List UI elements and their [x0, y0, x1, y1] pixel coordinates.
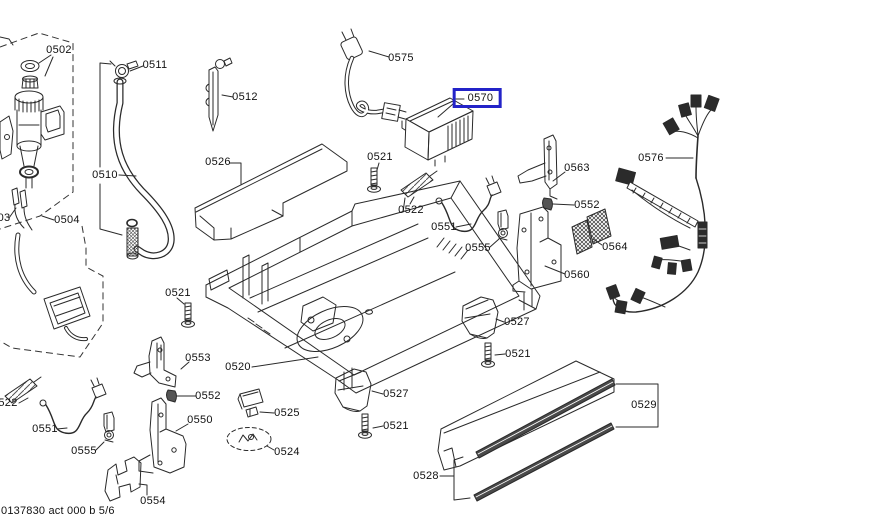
part-label-0511[interactable]: 0511: [142, 59, 168, 71]
part-label-0560[interactable]: 0560: [564, 269, 590, 281]
part-label-0552-bottom[interactable]: 0552: [195, 390, 221, 402]
part-0554-drawing: [104, 456, 142, 502]
part-label-0553[interactable]: 0553: [185, 352, 211, 364]
part-label-0551-mid[interactable]: 0551: [431, 221, 457, 233]
part-label-0527-right[interactable]: 0527: [504, 316, 530, 328]
part-label-0512[interactable]: 0512: [232, 91, 258, 103]
part-label-0521-left[interactable]: 0521: [165, 287, 191, 299]
part-label-0520[interactable]: 0520: [225, 361, 251, 373]
part-0520-base-drawing: [205, 180, 541, 394]
part-label-0504[interactable]: 0504: [54, 214, 80, 226]
part-label-0522-partial[interactable]: 522: [0, 397, 18, 409]
part-label-0551-bottom[interactable]: 0551: [32, 423, 58, 435]
part-label-0502[interactable]: 0502: [46, 44, 72, 56]
part-label-0564[interactable]: 0564: [602, 241, 628, 253]
part-0570-module-drawing: [401, 97, 474, 167]
part-label-0554[interactable]: 0554: [140, 495, 166, 507]
cut-leader-fragment: [0, 36, 14, 46]
part-0576-harness-drawing: [605, 94, 720, 315]
part-label-0576[interactable]: 0576: [638, 152, 664, 164]
part-label-0503-partial[interactable]: 03: [0, 212, 11, 224]
part-0522-rail-drawings: [4, 170, 438, 404]
part-0526-cover-drawing: [194, 143, 348, 241]
part-label-0526[interactable]: 0526: [205, 156, 231, 168]
part-label-0521-top[interactable]: 0521: [367, 151, 393, 163]
part-label-0552-mid[interactable]: 0552: [574, 199, 600, 211]
highlight-box-0570[interactable]: 0570: [452, 88, 502, 108]
part-label-0555-mid[interactable]: 0555: [465, 242, 491, 254]
part-0502-valve-drawing: [0, 60, 65, 231]
part-label-0555-bottom[interactable]: 0555: [71, 445, 97, 457]
part-0553-drawing: [133, 336, 177, 388]
leader-lines: [8, 50, 694, 501]
document-number: 0137830 act 000 b 5/6: [1, 505, 115, 516]
part-0504-hose-flange-drawing: [14, 232, 91, 342]
dashed-boundary: [0, 32, 104, 358]
part-0564-drawing: [571, 208, 612, 255]
part-0528-0529-drawings: [437, 360, 616, 502]
part-label-0550[interactable]: 0550: [187, 414, 213, 426]
part-0575-cord-drawing: [340, 28, 407, 122]
part-0555-drawings: [103, 209, 509, 443]
part-0527-foot-drawings: [334, 296, 499, 412]
part-label-0575[interactable]: 0575: [388, 52, 414, 64]
part-0560-drawing: [512, 206, 562, 293]
part-label-0524[interactable]: 0524: [274, 446, 300, 458]
part-0525-drawing: [237, 388, 264, 418]
part-0512-drawing: [205, 57, 233, 132]
part-0551-wire-drawings: [39, 175, 502, 435]
part-0563-drawing: [517, 134, 558, 200]
part-label-0522-mid[interactable]: 0522: [398, 204, 424, 216]
part-label-0527-mid[interactable]: 0527: [383, 388, 409, 400]
part-0510-hose-drawing: [99, 62, 175, 260]
part-0511-clamp-drawing: [109, 60, 139, 78]
part-label-0510[interactable]: 0510: [92, 169, 118, 181]
part-label-0521-right[interactable]: 0521: [505, 348, 531, 360]
part-label-0528[interactable]: 0528: [413, 470, 439, 482]
part-label-0525[interactable]: 0525: [274, 407, 300, 419]
part-0552-drawings: [166, 197, 553, 403]
part-0524-drawing: [226, 427, 272, 451]
part-0550-drawing: [138, 397, 187, 474]
part-label-0529[interactable]: 0529: [631, 399, 657, 411]
part-label-0563[interactable]: 0563: [564, 162, 590, 174]
part-label-0521-mid[interactable]: 0521: [383, 420, 409, 432]
part-0521-screw-drawings: [181, 167, 495, 439]
